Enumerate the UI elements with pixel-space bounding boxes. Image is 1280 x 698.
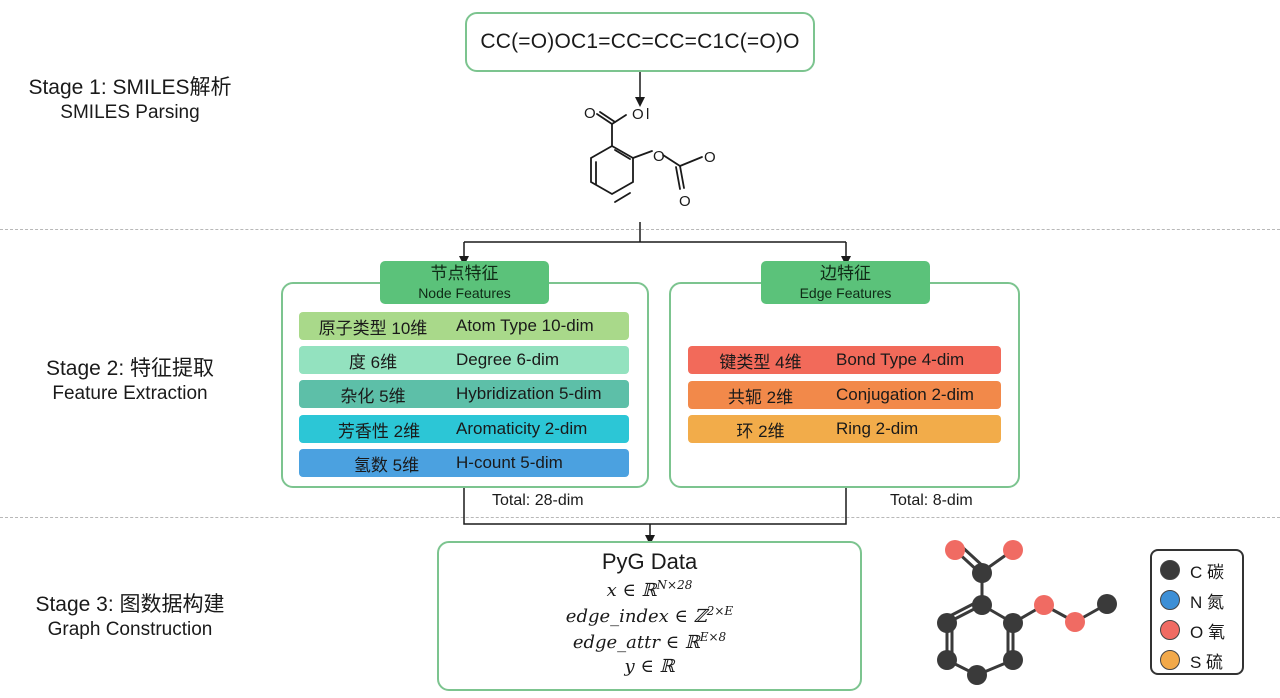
benzene-ring bbox=[590, 144, 634, 196]
node-features-total: Total: 28-dim bbox=[492, 492, 584, 509]
math-sup: E×8 bbox=[699, 630, 727, 644]
feature-en: Degree 6-dim bbox=[456, 350, 559, 369]
atom-o bbox=[1065, 612, 1085, 632]
sulfur-dot-icon bbox=[1160, 650, 1180, 670]
atom-label-o4: O bbox=[704, 149, 716, 166]
node-features-title-en: Node Features bbox=[418, 285, 511, 301]
pyg-edge-attr-line: edge_attr ∈ ℝE×8 bbox=[439, 630, 860, 653]
node-feature-row: 度 6维 Degree 6-dim bbox=[299, 346, 629, 374]
legend-label: N 氮 bbox=[1190, 592, 1224, 612]
atom-c bbox=[967, 665, 987, 685]
nitrogen-dot-icon bbox=[1160, 590, 1180, 610]
molecule-structure: O l O O O O bbox=[584, 105, 716, 210]
math-base: edge_attr ∈ ℝ bbox=[572, 632, 700, 653]
atom-label-o1: O bbox=[584, 105, 596, 122]
legend-label: S 硫 bbox=[1190, 652, 1224, 672]
smiles-string: CC(=O)OC1=CC=CC=C1C(=O)O bbox=[480, 30, 800, 53]
stage-1-subtitle: SMILES Parsing bbox=[60, 102, 200, 123]
pyg-x-line: x ∈ ℝN×28 bbox=[439, 578, 860, 601]
feature-zh: 原子类型 10维 bbox=[318, 318, 428, 338]
math-base: y ∈ ℝ bbox=[624, 656, 675, 677]
edge-features-title-zh: 边特征 bbox=[820, 264, 871, 283]
node-features-title-zh: 节点特征 bbox=[430, 264, 499, 283]
atom-c bbox=[972, 595, 992, 615]
node-feature-row: 氢数 5维 H-count 5-dim bbox=[299, 449, 629, 477]
stage-2-subtitle: Feature Extraction bbox=[52, 383, 208, 404]
feature-en: Conjugation 2-dim bbox=[836, 385, 974, 404]
legend-item-sulfur: S 硫 bbox=[1160, 648, 1223, 672]
legend-label: O 氧 bbox=[1190, 622, 1225, 642]
node-feature-row: 杂化 5维 Hybridization 5-dim bbox=[299, 380, 629, 408]
math-base: edge_index ∈ ℤ bbox=[565, 606, 707, 627]
molecule-graph bbox=[937, 540, 1117, 685]
atom-label-o5: O bbox=[679, 193, 691, 210]
node-feature-row: 芳香性 2维 Aromaticity 2-dim bbox=[299, 415, 629, 443]
stage-2-title: Stage 2: 特征提取 bbox=[45, 357, 215, 380]
legend-item-oxygen: O 氧 bbox=[1160, 618, 1225, 642]
feature-zh: 芳香性 2维 bbox=[337, 421, 421, 441]
feature-en: Ring 2-dim bbox=[836, 419, 919, 438]
atom-label-o3: O bbox=[653, 148, 665, 165]
atom-o bbox=[1003, 540, 1023, 560]
edge-feature-row: 环 2维 Ring 2-dim bbox=[688, 415, 1001, 443]
edge-feature-row: 共轭 2维 Conjugation 2-dim bbox=[688, 381, 1001, 409]
feature-zh: 杂化 5维 bbox=[340, 386, 406, 406]
atom-o bbox=[1034, 595, 1054, 615]
feature-en: H-count 5-dim bbox=[456, 453, 563, 472]
stage-3-title: Stage 3: 图数据构建 bbox=[35, 593, 225, 616]
atom-label-o2: O bbox=[632, 106, 644, 123]
edge-feature-row: 键类型 4维 Bond Type 4-dim bbox=[688, 346, 1001, 374]
atom-c bbox=[937, 613, 957, 633]
oxygen-dot-icon bbox=[1160, 620, 1180, 640]
atom-c bbox=[972, 563, 992, 583]
math-sup: 2×E bbox=[706, 604, 734, 618]
feature-zh: 键类型 4维 bbox=[719, 352, 802, 372]
edge-features-total: Total: 8-dim bbox=[890, 492, 973, 509]
stage-3-label: Stage 3: 图数据构建 Graph Construction bbox=[0, 592, 260, 642]
node-feature-row: 原子类型 10维 Atom Type 10-dim bbox=[299, 312, 629, 340]
legend-item-nitrogen: N 氮 bbox=[1160, 588, 1224, 612]
edge-features-title: 边特征 Edge Features bbox=[761, 261, 930, 304]
pyg-data-box: PyG Data x ∈ ℝN×28 edge_index ∈ ℤ2×E edg… bbox=[437, 541, 862, 691]
atom-c bbox=[1003, 650, 1023, 670]
feature-en: Aromaticity 2-dim bbox=[456, 419, 588, 438]
atom-o bbox=[945, 540, 965, 560]
feature-zh: 环 2维 bbox=[736, 421, 785, 441]
legend-item-carbon: C 碳 bbox=[1160, 558, 1224, 582]
legend-label: C 碳 bbox=[1190, 562, 1224, 582]
connector-node-down bbox=[463, 488, 847, 525]
stage-1-label: Stage 1: SMILES解析 SMILES Parsing bbox=[0, 75, 260, 125]
feature-zh: 共轭 2维 bbox=[727, 387, 794, 407]
node-features-title: 节点特征 Node Features bbox=[380, 261, 549, 304]
stage-1-title: Stage 1: SMILES解析 bbox=[28, 76, 232, 99]
feature-zh: 氢数 5维 bbox=[353, 455, 420, 475]
atom-c bbox=[937, 650, 957, 670]
pyg-title: PyG Data bbox=[601, 549, 698, 574]
feature-en: Atom Type 10-dim bbox=[456, 316, 594, 335]
feature-zh: 度 6维 bbox=[348, 352, 398, 372]
atom-c bbox=[1003, 613, 1023, 633]
stage-2-label: Stage 2: 特征提取 Feature Extraction bbox=[0, 356, 260, 406]
stage-divider-2 bbox=[0, 517, 1280, 518]
smiles-box: CC(=O)OC1=CC=CC=C1C(=O)O bbox=[465, 12, 815, 72]
atom-label-o1-suffix: l bbox=[646, 106, 649, 123]
atom-c bbox=[1097, 594, 1117, 614]
pyg-y-line: y ∈ ℝ bbox=[439, 656, 860, 677]
feature-en: Bond Type 4-dim bbox=[836, 350, 965, 369]
pyg-edge-index-line: edge_index ∈ ℤ2×E bbox=[439, 604, 860, 627]
math-base: x ∈ ℝ bbox=[606, 580, 657, 601]
feature-en: Hybridization 5-dim bbox=[456, 384, 602, 403]
atom-legend: C 碳 N 氮 O 氧 S 硫 bbox=[1150, 549, 1244, 675]
edge-features-title-en: Edge Features bbox=[799, 285, 892, 301]
carbon-dot-icon bbox=[1160, 560, 1180, 580]
math-sup: N×28 bbox=[656, 578, 693, 592]
stage-3-subtitle: Graph Construction bbox=[47, 619, 213, 640]
